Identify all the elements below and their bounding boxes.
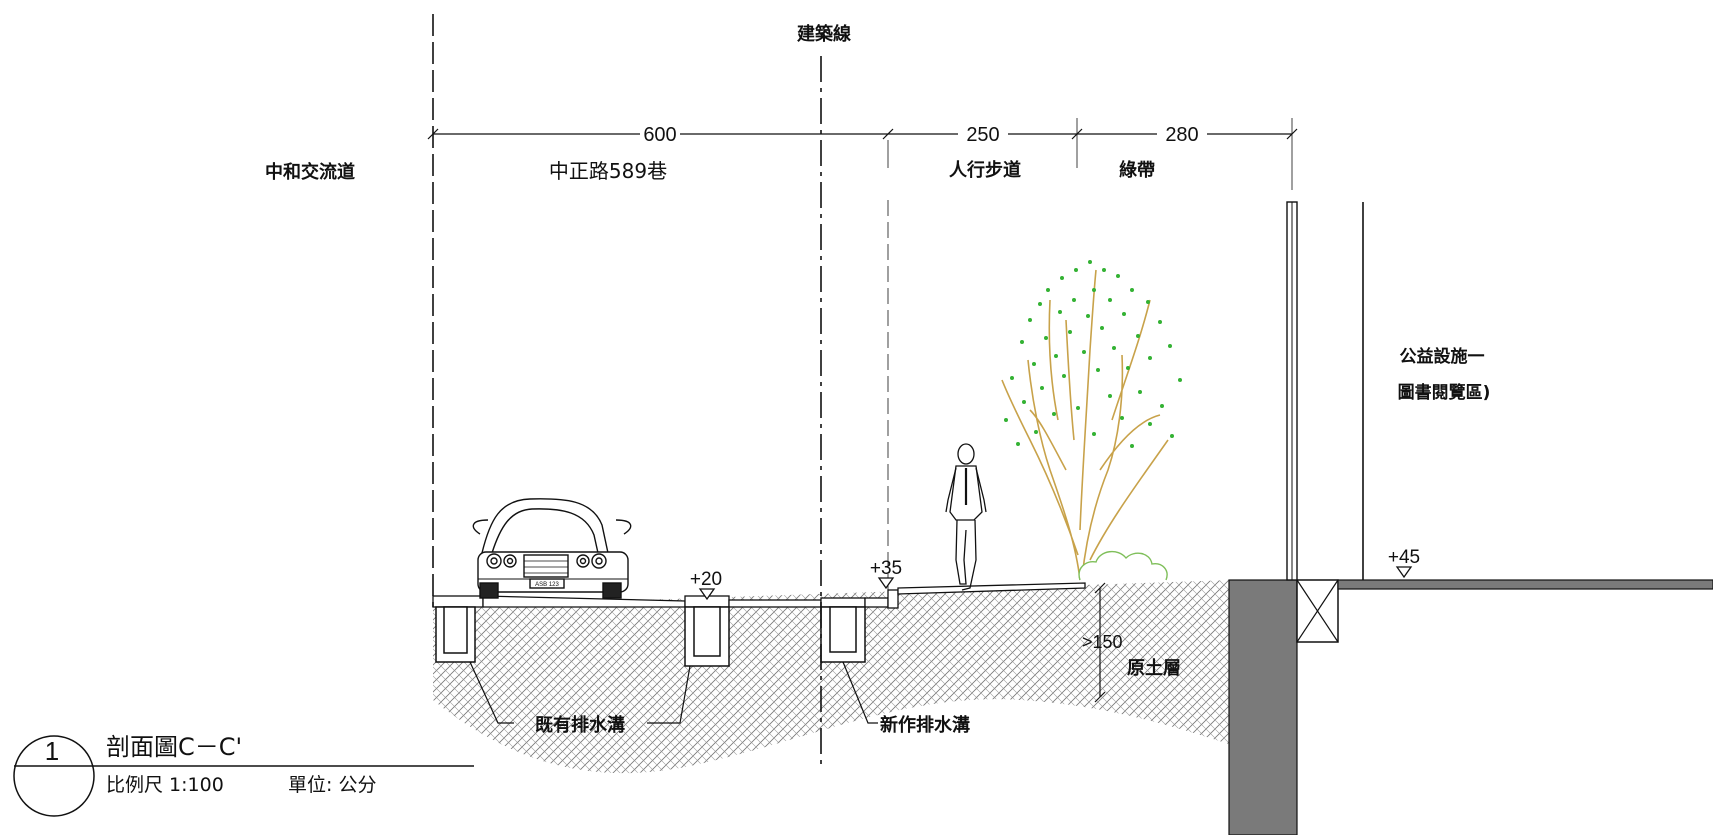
building-line-label: 建築線 <box>797 23 851 45</box>
zone-greenbelt-label: 綠帶 <box>1119 159 1155 181</box>
title-text: 剖面圖C－C' <box>106 733 242 761</box>
scale-text: 比例尺 1:100 <box>106 774 224 796</box>
level-20: +20 <box>690 569 722 590</box>
drain-new <box>820 606 866 663</box>
facility-label-line2: 圖書閱覽區) <box>1398 382 1491 403</box>
soil-label: 原土層 <box>1127 658 1181 679</box>
zone-sidewalk-label: 人行步道 <box>949 159 1021 181</box>
car <box>472 498 632 599</box>
level-45: +45 <box>1388 547 1420 568</box>
facility-label-line1: 公益設施一 <box>1400 346 1485 367</box>
title-block <box>13 735 474 817</box>
tree <box>1001 260 1182 581</box>
level-35: +35 <box>870 558 902 579</box>
new-drain-label: 新作排水溝 <box>880 714 970 736</box>
dimension-250: 250 <box>966 124 999 146</box>
existing-drain-label: 既有排水溝 <box>535 714 625 736</box>
zone-street-label: 中正路589巷 <box>549 159 667 183</box>
soil-hatch <box>433 580 1232 774</box>
building-structure <box>1228 201 1713 835</box>
leader-lines <box>469 661 878 724</box>
dimension-600: 600 <box>643 124 676 146</box>
shrub <box>1078 551 1168 581</box>
soil-depth-label: >150 <box>1082 632 1123 652</box>
pedestrian <box>945 443 987 591</box>
reference-lines <box>432 14 1293 770</box>
drain-existing-2 <box>684 606 730 667</box>
dimension-280: 280 <box>1165 124 1198 146</box>
road-surface <box>432 582 1086 609</box>
license-plate: ASB 123 <box>535 582 559 588</box>
soil-depth-marker <box>1094 582 1106 703</box>
level-markers <box>698 566 1413 601</box>
dimension-line <box>427 128 1298 140</box>
drain-existing-1 <box>435 606 476 663</box>
title-number: 1 <box>45 736 59 766</box>
drain-channels <box>435 606 866 667</box>
unit-text: 單位: 公分 <box>288 774 376 796</box>
zone-left-label: 中和交流道 <box>265 161 355 183</box>
